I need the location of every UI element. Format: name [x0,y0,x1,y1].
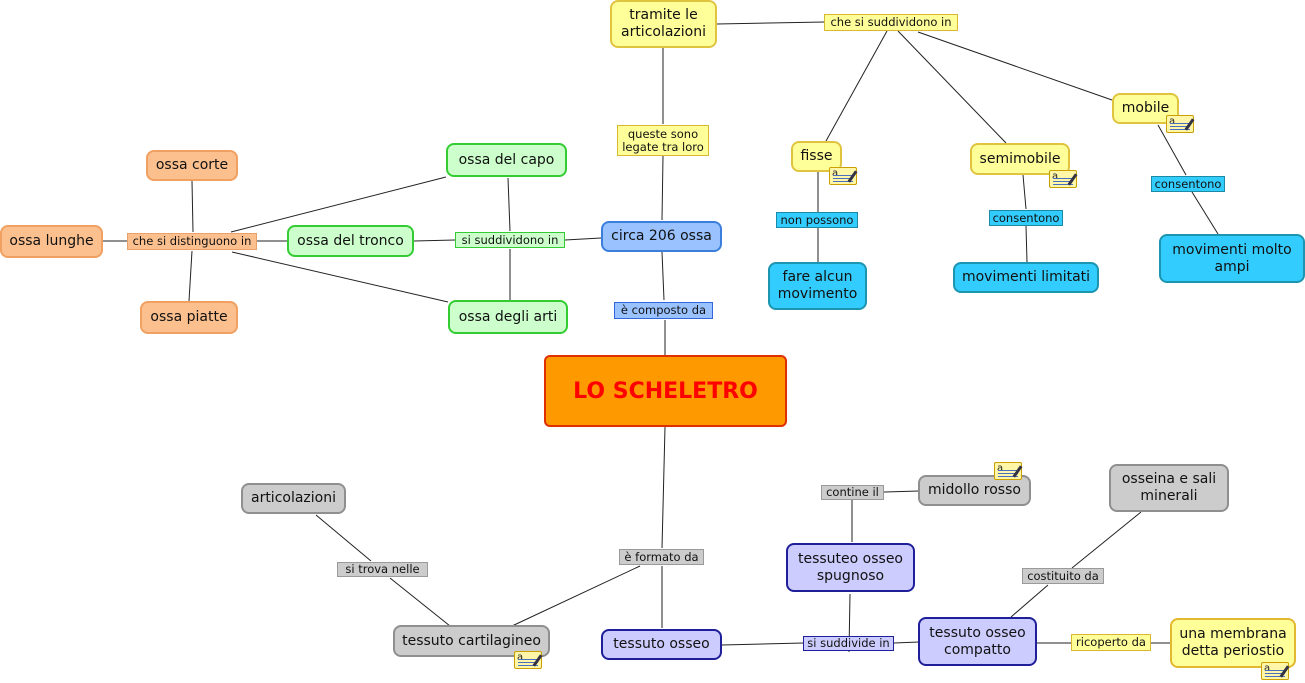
fare-alcun-node[interactable]: fare alcun movimento [768,262,867,310]
tessuto-cartilagineo-node[interactable]: tessuto cartilagineo [393,625,550,657]
link-consentono-mob: consentono [1151,176,1225,192]
semimobile-node[interactable]: semimobile [970,143,1070,175]
articolazioni-top-node[interactable]: tramite le articolazioni [610,0,717,48]
midollo-rosso-node[interactable]: midollo rosso [918,475,1031,506]
ossa-piatte-node[interactable]: ossa piatte [140,301,238,334]
tessuto-compatto-node[interactable]: tessuto osseo compatto [918,617,1037,666]
ossa-corte-node[interactable]: ossa corte [146,150,238,181]
link-formato: è formato da [619,549,704,565]
mobile-node[interactable]: mobile [1112,93,1179,124]
osseina-node[interactable]: osseina e sali minerali [1109,464,1229,512]
ossa-capo-node[interactable]: ossa del capo [446,143,567,177]
link-consentono-semi: consentono [989,210,1063,226]
link-trova-nelle: si trova nelle [337,562,428,577]
note-icon[interactable]: a [1049,170,1078,188]
fisse-node[interactable]: fisse [791,141,842,172]
tessuto-osseo-node[interactable]: tessuto osseo [601,629,722,660]
note-icon[interactable]: a [1166,115,1195,133]
link-legate: queste sono legate tra loro [617,125,709,156]
periostio-node[interactable]: una membrana detta periostio [1170,618,1296,668]
link-contine: contine il [821,485,884,500]
note-icon[interactable]: a [1261,662,1290,680]
note-icon[interactable]: a [994,462,1023,480]
tessuto-spugnoso-node[interactable]: tessuteo osseo spugnoso [786,543,915,592]
link-suddivide: si suddivide in [803,636,894,651]
link-non-possono: non possono [776,212,858,228]
link-suddividono-art: che si suddividono in [824,14,958,31]
link-ricoperto: ricoperto da [1071,634,1151,651]
ossa-206-node[interactable]: circa 206 ossa [601,221,722,252]
movimenti-ampi-node[interactable]: movimenti molto ampi [1159,234,1305,283]
link-distinguono: che si distinguono in [127,233,257,250]
ossa-arti-node[interactable]: ossa degli arti [448,300,568,334]
ossa-tronco-node[interactable]: ossa del tronco [287,225,414,257]
movimenti-limitati-node[interactable]: movimenti limitati [953,262,1099,293]
link-costituito: costituito da [1022,568,1104,584]
note-icon[interactable]: a [514,651,543,669]
link-composto: è composto da [614,302,713,319]
link-suddividono-ossa: si suddividono in [455,232,565,248]
note-icon[interactable]: a [829,167,858,185]
ossa-lunghe-node[interactable]: ossa lunghe [0,225,103,258]
main-concept-node[interactable]: LO SCHELETRO [544,355,787,427]
articolazioni-node[interactable]: articolazioni [241,483,346,514]
